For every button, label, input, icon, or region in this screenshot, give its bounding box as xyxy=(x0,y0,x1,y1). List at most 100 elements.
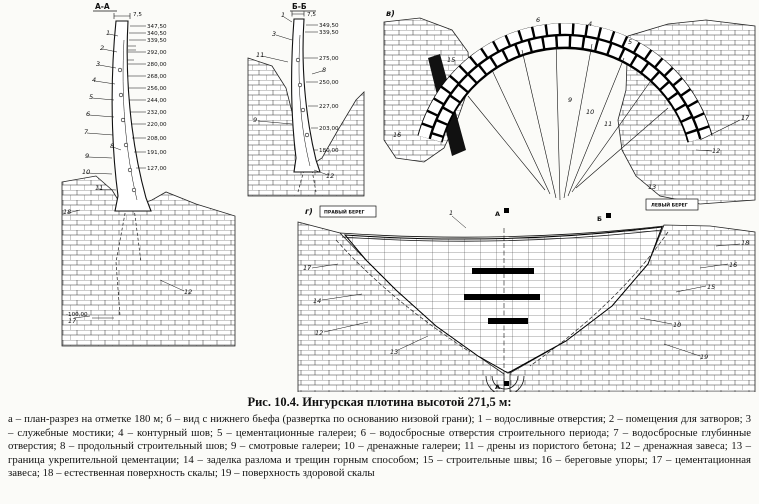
section-flag-a-bottom xyxy=(504,381,509,386)
dim-label-aa: 7,5 xyxy=(133,12,142,18)
dam-section-bb xyxy=(291,18,321,173)
callout: 2 xyxy=(100,44,104,52)
grout-curtain-bb xyxy=(297,169,317,193)
callout: 12 xyxy=(712,147,720,155)
callout-leaders-plan xyxy=(311,215,741,357)
elev-aa: 280,00 xyxy=(147,62,167,68)
elev-aa: 244,00 xyxy=(147,98,167,104)
arch-bricks-inner-v xyxy=(430,36,700,142)
callout: 14 xyxy=(313,297,321,305)
elev-ticks-bb xyxy=(304,24,318,151)
panel-v-label: в) xyxy=(386,9,395,18)
crest-line-plan xyxy=(339,225,665,242)
left-bank-box xyxy=(645,198,699,211)
panel-g-label: г) xyxy=(305,207,313,216)
elev-bb: 227,00 xyxy=(319,104,339,110)
callout: 6 xyxy=(536,16,540,24)
section-marker-a-top: А xyxy=(495,210,500,218)
callout: 4 xyxy=(92,76,96,84)
callout: 16 xyxy=(393,131,401,139)
caption-title: Рис. 10.4. Ингурская плотина высотой 271… xyxy=(247,395,512,409)
callout: 17 xyxy=(303,264,312,272)
toe-arches-plan xyxy=(485,375,525,392)
callout: 11 xyxy=(256,51,264,59)
callout: 9 xyxy=(253,116,257,124)
panel-view-v: в) 6 4 5 9 10 11 15 16 17 12 13 xyxy=(383,9,756,205)
right-bank-box xyxy=(319,205,377,218)
callout: 5 xyxy=(89,93,93,101)
galleries-bb xyxy=(295,57,310,138)
radial-leader-lines-v xyxy=(467,39,741,201)
callout: 16 xyxy=(729,261,737,269)
callout: 9 xyxy=(568,96,572,104)
elev-aa: 268,00 xyxy=(147,74,167,80)
callout-leaders-aa xyxy=(67,33,185,319)
callout: 1 xyxy=(106,29,110,37)
callout: 12 xyxy=(315,329,323,337)
elev-bb: 349,50 xyxy=(319,23,339,29)
elev-aa: 127,00 xyxy=(147,166,167,172)
callout: 10 xyxy=(586,108,594,116)
elev-bb: 250,00 xyxy=(319,80,339,86)
elev-bb: 339,50 xyxy=(319,30,339,36)
grout-curtain-aa xyxy=(115,207,142,317)
callout: 3 xyxy=(96,60,100,68)
elev-bb: 275,00 xyxy=(319,56,339,62)
elev-aa: 256,00 xyxy=(147,86,167,92)
section-marker-b-top: Б xyxy=(597,215,602,223)
callout: 15 xyxy=(707,283,715,291)
elev-aa: 292,00 xyxy=(147,50,167,56)
figure-caption: Рис. 10.4. Ингурская плотина высотой 271… xyxy=(0,392,759,481)
callout: 17 xyxy=(68,317,77,325)
elev-ticks-aa xyxy=(128,25,146,169)
elev-aa: 191,00 xyxy=(147,150,167,156)
service-bridges-aa xyxy=(127,45,136,61)
callout: 10 xyxy=(673,321,681,329)
callout: 9 xyxy=(85,152,89,160)
dam-joint-aa xyxy=(122,39,138,201)
callout: 7 xyxy=(84,128,89,136)
curtain-dashed-left xyxy=(529,231,669,367)
callout: 13 xyxy=(648,183,656,191)
elev-bb: 180,00 xyxy=(319,148,339,154)
callout: 12 xyxy=(184,288,192,296)
callout: 15 xyxy=(447,56,455,64)
crest-dim-bb xyxy=(291,11,305,17)
panel-plan-g: г) ПРАВЫЙ БЕРЕГ ЛЕВЫЙ БЕРЕГ А Б А 1 14 1… xyxy=(297,198,756,392)
elev-aa: 208,00 xyxy=(147,136,167,142)
elev-aa: 347,50 xyxy=(147,24,167,30)
rock-mass-aa xyxy=(61,175,236,347)
callout: 12 xyxy=(326,172,334,180)
callout: 1 xyxy=(281,11,285,19)
callout: 4 xyxy=(588,20,592,28)
dam-joint-bb xyxy=(298,34,311,167)
elev-aa: 340,50 xyxy=(147,31,167,37)
callout: 3 xyxy=(272,30,276,38)
callout: 10 xyxy=(82,168,90,176)
elev-aa: 232,00 xyxy=(147,110,167,116)
elev-bb: 203,00 xyxy=(319,126,339,132)
section-bb-title: Б-Б xyxy=(292,2,307,11)
callout: 18 xyxy=(63,208,71,216)
callout: 6 xyxy=(86,110,90,118)
callout: 11 xyxy=(95,184,103,192)
callout: 8 xyxy=(322,66,326,74)
caption-legend: а – план-разрез на отметке 180 м; б – ви… xyxy=(8,413,751,480)
crest-dim-aa xyxy=(113,13,131,19)
panel-section-aa: 7,5 А-А 347,50 340,50 339,50 292,00 280,… xyxy=(61,2,236,347)
section-aa-title: А-А xyxy=(95,2,110,11)
dim-label-bb: 7,5 xyxy=(307,12,316,18)
callout: 5 xyxy=(628,38,632,46)
callout: 13 xyxy=(390,348,398,356)
callout: 17 xyxy=(741,114,750,122)
left-bank-label: ЛЕВЫЙ БЕРЕГ xyxy=(651,201,688,209)
galleries-aa xyxy=(117,67,137,193)
callout: 19 xyxy=(700,353,708,361)
dam-section-aa xyxy=(111,20,152,212)
callout: 8 xyxy=(110,142,114,150)
right-bank-label: ПРАВЫЙ БЕРЕГ xyxy=(324,208,365,216)
callout: 18 xyxy=(741,239,749,247)
section-flag-b-top xyxy=(606,213,611,218)
callout-leaders-bb xyxy=(257,16,329,176)
